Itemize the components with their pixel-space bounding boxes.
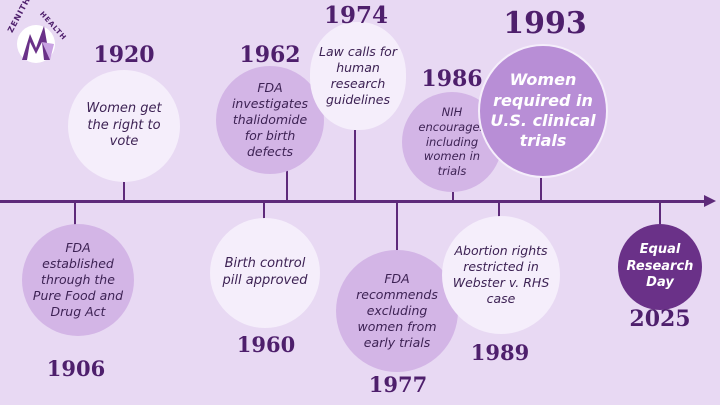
year-1920-label: 1920 — [93, 42, 155, 68]
year-1962-label: 1962 — [239, 42, 301, 68]
event-1989-bubble: Abortion rights restricted in Webster v.… — [442, 216, 560, 334]
event-1906-bubble: FDA established through the Pure Food an… — [22, 224, 134, 336]
event-1974-bubble: Law calls for human research guidelines — [310, 22, 406, 130]
year-1986-label: 1986 — [421, 66, 483, 92]
logo-mark-icon — [17, 25, 55, 63]
year-1906-label: 1906 — [46, 356, 106, 381]
event-1986-bubble: NIH encourages including women in trials — [402, 92, 502, 192]
tick-2025 — [659, 201, 661, 224]
zenith-health-logo: ZENITH HEALTH — [6, 0, 76, 66]
tick-1974 — [354, 130, 356, 201]
event-1962-bubble: FDA investigates thalidomide for birth d… — [216, 66, 324, 174]
year-1989-label: 1989 — [470, 340, 530, 365]
event-2025-bubble: Equal Research Day — [618, 224, 702, 310]
year-1993-label: 1993 — [503, 6, 587, 41]
event-1920-bubble: Women get the right to vote — [68, 70, 180, 182]
year-1960-label: 1960 — [236, 332, 296, 357]
timeline-arrow-icon — [704, 195, 716, 207]
tick-1920 — [123, 180, 125, 201]
year-1974-label: 1974 — [323, 2, 389, 29]
tick-1993 — [540, 178, 542, 201]
year-1977-label: 1977 — [368, 372, 428, 397]
tick-1906 — [74, 201, 76, 225]
event-1977-bubble: FDA recommends excluding women from earl… — [336, 250, 458, 372]
tick-1962 — [286, 170, 288, 201]
tick-1960 — [263, 201, 265, 220]
tick-1986 — [452, 192, 454, 201]
event-1960-bubble: Birth control pill approved — [210, 218, 320, 328]
tick-1977 — [396, 201, 398, 251]
event-1993-bubble: Women required in U.S. clinical trials — [478, 44, 608, 178]
tick-1989 — [498, 201, 500, 219]
year-2025-label: 2025 — [629, 306, 691, 332]
timeline-axis — [0, 200, 708, 203]
